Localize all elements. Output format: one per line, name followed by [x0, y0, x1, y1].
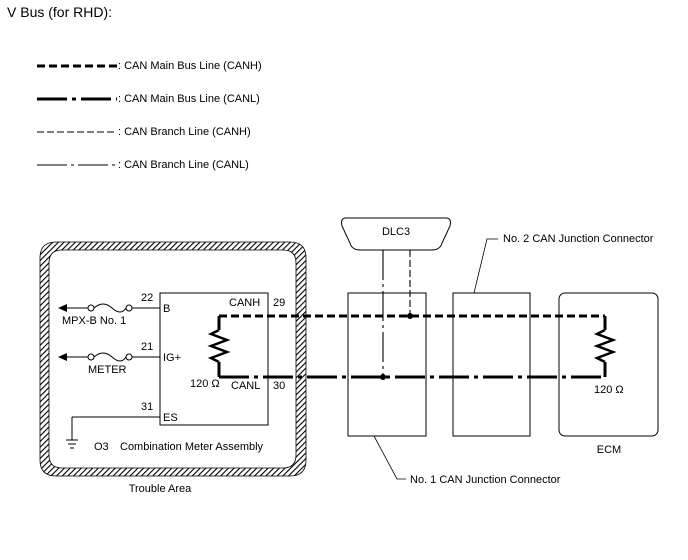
- ecm-resistor: 120 Ω: [593, 316, 624, 396]
- dlc3-connector: DLC3: [341, 217, 451, 251]
- pin-22-number: 22: [141, 292, 153, 304]
- canh-junction-dot: [407, 313, 413, 319]
- fuse-icon: [93, 303, 127, 313]
- canl-junction-dot: [380, 374, 386, 380]
- diagram-title: V Bus (for RHD):: [7, 4, 112, 20]
- pin-21-circuit: 21 IG+ METER: [58, 341, 181, 376]
- meter-resistor: 120 Ω: [190, 316, 231, 390]
- fuse-icon: [93, 352, 127, 362]
- trouble-area-label: Trouble Area: [129, 483, 192, 495]
- legend-label-branch-canl: : CAN Branch Line (CANL): [118, 159, 249, 171]
- pin-31-name: ES: [163, 412, 178, 424]
- pin-21-wire-label: METER: [88, 364, 127, 376]
- ecm-label: ECM: [597, 444, 621, 456]
- meter-canl-label: CANL: [231, 380, 260, 392]
- junction-connector-2-label: No. 2 CAN Junction Connector: [503, 233, 654, 245]
- pin-22-name: B: [163, 303, 170, 315]
- meter-resistor-value: 120 Ω: [190, 378, 220, 390]
- pin-31-circuit: 31 ES: [66, 401, 178, 449]
- arrow-left-icon: [58, 353, 67, 361]
- trouble-area: Trouble Area: [39, 241, 307, 495]
- junction-connector-2-leader: [473, 238, 498, 294]
- arrow-left-icon: [58, 304, 67, 312]
- meter-assembly-name: Combination Meter Assembly: [120, 441, 264, 453]
- ground-icon: [66, 439, 78, 449]
- ecm-box: [558, 292, 659, 437]
- pin-31-number: 31: [141, 401, 153, 413]
- legend: : CAN Main Bus Line (CANH) : CAN Main Bu…: [37, 60, 262, 171]
- meter-canh-label: CANH: [229, 297, 260, 309]
- pin-22-wire-label: MPX-B No. 1: [62, 315, 126, 327]
- pin-21-number: 21: [141, 341, 153, 353]
- meter-canh-pin: 29: [273, 297, 285, 309]
- junction-connector-1-leader: [373, 435, 406, 480]
- meter-assembly-code: O3: [94, 441, 109, 453]
- legend-label-main-canh: : CAN Main Bus Line (CANH): [118, 60, 262, 72]
- dlc3-label: DLC3: [382, 226, 410, 238]
- legend-label-main-canl: : CAN Main Bus Line (CANL): [118, 93, 260, 105]
- junction-connector-2-box: [452, 292, 531, 437]
- ecm-resistor-value: 120 Ω: [594, 384, 624, 396]
- meter-canl-pin: 30: [273, 380, 285, 392]
- junction-connector-1-label: No. 1 CAN Junction Connector: [410, 474, 561, 486]
- pin-21-name: IG+: [163, 352, 181, 364]
- legend-label-branch-canh: : CAN Branch Line (CANH): [118, 126, 251, 138]
- combination-meter-box: [159, 292, 269, 426]
- junction-connector-1-box: [347, 292, 427, 437]
- pin-22-circuit: 22 B MPX-B No. 1: [58, 292, 170, 327]
